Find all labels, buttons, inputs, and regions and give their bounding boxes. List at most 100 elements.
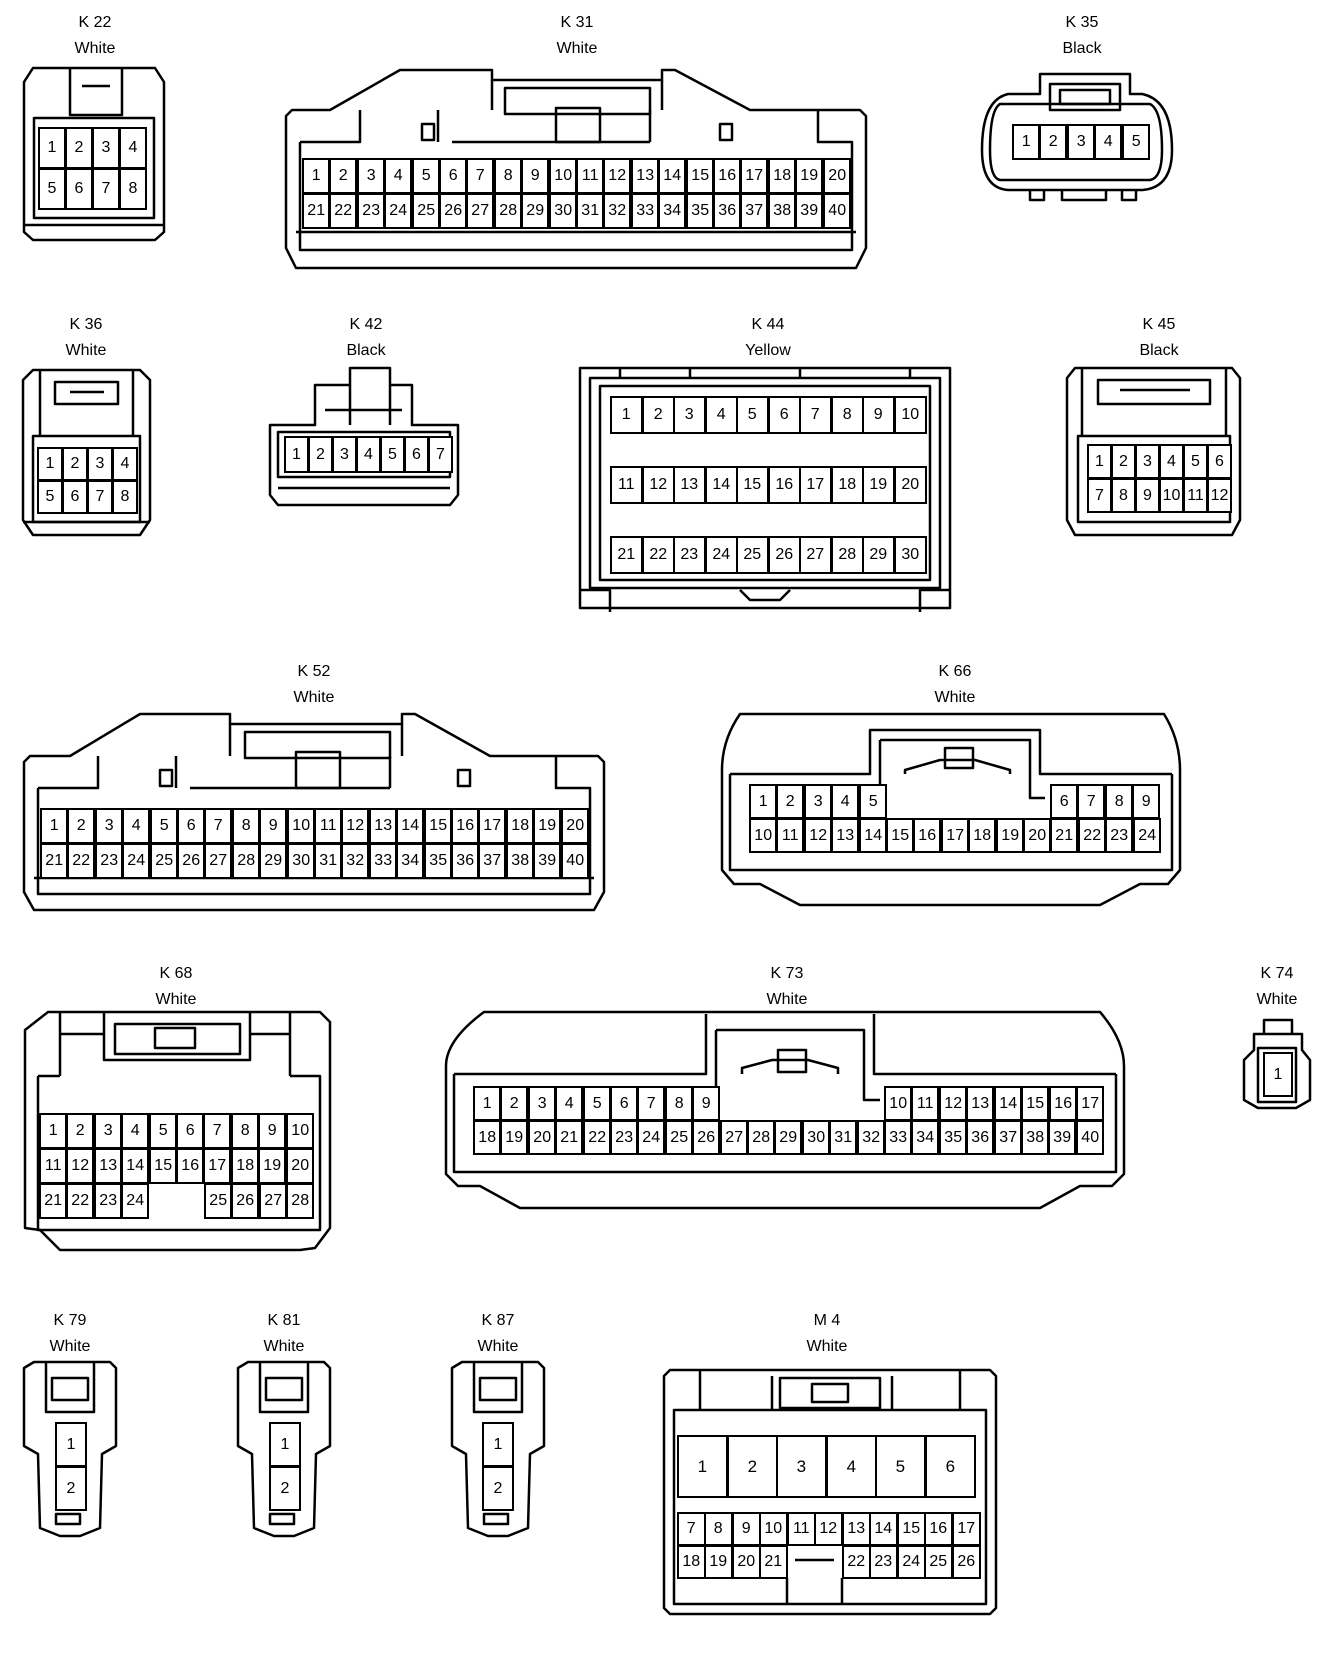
pin-cavity: 28 — [747, 1120, 776, 1155]
pin-cavity: 8 — [112, 480, 138, 514]
pin-cavity: 2 — [727, 1435, 778, 1498]
pin-cavity: 13 — [842, 1512, 871, 1546]
pin-cavity: 12 — [603, 158, 632, 194]
pin-cavity: 10 — [884, 1086, 913, 1121]
pin-cavity: 37 — [740, 193, 769, 229]
pin-cavity: 3 — [776, 1435, 827, 1498]
pin-cavity: 6 — [62, 480, 88, 514]
pin-cavity: 4 — [119, 127, 147, 169]
pin-cavity: 10 — [749, 818, 778, 853]
pin-cavity: 35 — [424, 843, 453, 879]
k44-housing — [578, 366, 952, 612]
pin-cavity: 1 — [749, 784, 778, 819]
pin-cavity: 19 — [533, 808, 562, 844]
pin-cavity: 32 — [341, 843, 370, 879]
pin-cavity: 3 — [95, 808, 124, 844]
pin-cavity: 8 — [704, 1512, 733, 1546]
pin-cavity: 15 — [1021, 1086, 1050, 1121]
pin-cavity: 18 — [968, 818, 997, 853]
pin-cavity: 14 — [869, 1512, 898, 1546]
pin-cavity: 4 — [826, 1435, 877, 1498]
pin-cavity: 38 — [768, 193, 797, 229]
pin-cavity: 24 — [637, 1120, 666, 1155]
pin-cavity: 21 — [759, 1545, 788, 1579]
pin-cavity: 3 — [673, 396, 706, 434]
pin-cavity: 39 — [533, 843, 562, 879]
pin-cavity: 30 — [549, 193, 578, 229]
pin-cavity: 20 — [894, 466, 927, 504]
k35-housing — [980, 72, 1174, 202]
pin-cavity: 9 — [692, 1086, 721, 1121]
pin-cavity: 17 — [1076, 1086, 1105, 1121]
pin-cavity: 16 — [1049, 1086, 1078, 1121]
pin-cavity: 9 — [258, 1113, 287, 1149]
pin-cavity: 5 — [875, 1435, 926, 1498]
pin-cavity: 13 — [94, 1148, 123, 1184]
pin-cavity: 8 — [1111, 478, 1136, 513]
pin-cavity: 7 — [87, 480, 113, 514]
pin-cavity: 6 — [65, 168, 93, 210]
pin-cavity: 33 — [884, 1120, 913, 1155]
pin-cavity: 25 — [924, 1545, 953, 1579]
connector-name: K 31 — [560, 14, 594, 31]
connector-color: White — [293, 689, 335, 706]
pin-cavity: 22 — [583, 1120, 612, 1155]
pin-cavity: 7 — [799, 396, 832, 434]
pin-cavity: 14 — [658, 158, 687, 194]
pin-cavity: 1 — [38, 127, 66, 169]
pin-cavity: 13 — [831, 818, 860, 853]
pin-cavity: 31 — [314, 843, 343, 879]
connector-name: K 87 — [481, 1312, 515, 1329]
pin-cavity: 34 — [658, 193, 687, 229]
pin-cavity: 27 — [204, 843, 233, 879]
pin-cavity: 23 — [95, 843, 124, 879]
pin-cavity: 1 — [1087, 444, 1112, 479]
pin-cavity: 25 — [204, 1183, 233, 1219]
pin-cavity: 2 — [269, 1466, 301, 1511]
pin-cavity: 16 — [924, 1512, 953, 1546]
pin-cavity: 36 — [713, 193, 742, 229]
pin-cavity: 21 — [39, 1183, 68, 1219]
pin-cavity: 15 — [897, 1512, 926, 1546]
pin-cavity: 11 — [787, 1512, 816, 1546]
pin-cavity: 23 — [610, 1120, 639, 1155]
connector-color: Yellow — [745, 342, 791, 359]
pin-cavity: 5 — [150, 808, 179, 844]
pin-cavity: 19 — [500, 1120, 529, 1155]
pin-cavity: 9 — [862, 396, 895, 434]
pin-cavity: 24 — [897, 1545, 926, 1579]
connector-name: K 22 — [78, 14, 112, 31]
pin-cavity: 5 — [149, 1113, 178, 1149]
k74-housing — [1242, 1018, 1312, 1110]
connector-name: K 68 — [159, 965, 193, 982]
pin-cavity: 30 — [894, 536, 927, 574]
pin-cavity: 36 — [451, 843, 480, 879]
pin-cavity: 4 — [831, 784, 860, 819]
pin-cavity: 36 — [966, 1120, 995, 1155]
pin-cavity: 29 — [259, 843, 288, 879]
pin-cavity: 11 — [576, 158, 605, 194]
pin-cavity: 17 — [478, 808, 507, 844]
pin-cavity: 25 — [412, 193, 441, 229]
connector-color: Black — [1139, 342, 1179, 359]
pin-cavity: 11 — [610, 466, 643, 504]
pin-cavity: 27 — [799, 536, 832, 574]
connector-color: White — [65, 342, 107, 359]
pin-cavity: 3 — [87, 447, 113, 481]
pin-cavity: 7 — [92, 168, 120, 210]
pin-cavity: 3 — [332, 436, 357, 473]
pin-cavity: 8 — [1105, 784, 1134, 819]
pin-cavity: 38 — [1021, 1120, 1050, 1155]
pin-cavity: 9 — [1135, 478, 1160, 513]
pin-cavity: 14 — [705, 466, 738, 504]
connector-color: White — [477, 1338, 519, 1355]
pin-cavity: 2 — [500, 1086, 529, 1121]
pin-cavity: 18 — [231, 1148, 260, 1184]
pin-cavity: 21 — [610, 536, 643, 574]
pin-cavity: 1 — [40, 808, 69, 844]
connector-color: Black — [346, 342, 386, 359]
pin-cavity: 6 — [610, 1086, 639, 1121]
pin-cavity: 13 — [673, 466, 706, 504]
pin-cavity: 9 — [732, 1512, 761, 1546]
pin-cavity: 6 — [925, 1435, 976, 1498]
